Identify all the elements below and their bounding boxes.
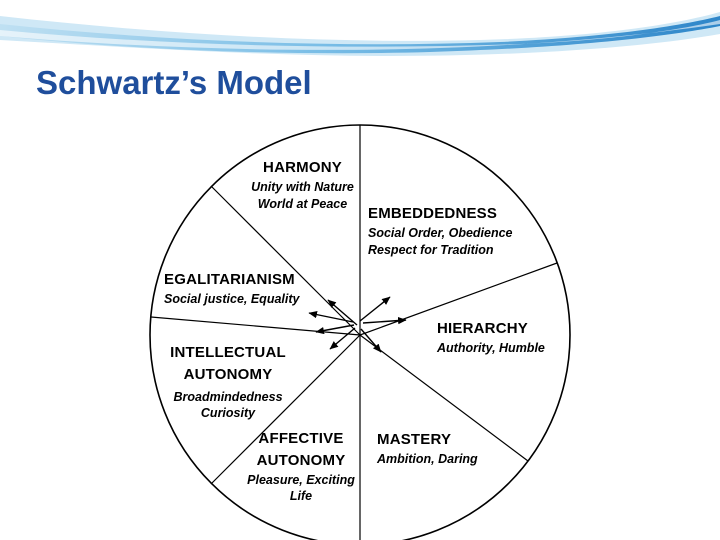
sector-detail: Unity with Nature bbox=[251, 179, 354, 194]
sector-label-embeddedness: EMBEDDEDNESS Social Order, Obedience Res… bbox=[368, 203, 548, 259]
sector-detail: Social Order, Obedience bbox=[368, 225, 513, 240]
sector-detail: Pleasure, Exciting bbox=[247, 472, 355, 487]
center-arrow bbox=[327, 299, 358, 326]
sector-divider-lines bbox=[150, 125, 558, 540]
sector-label-intellectual-autonomy: INTELLECTUAL AUTONOMY Broadmindedness Cu… bbox=[152, 342, 304, 422]
center-arrow bbox=[308, 310, 354, 323]
sector-title: AUTONOMY bbox=[256, 451, 346, 469]
center-arrows bbox=[308, 296, 407, 353]
divider-upper-left bbox=[210, 185, 361, 336]
sector-detail: Ambition, Daring bbox=[377, 451, 478, 466]
header-swoosh bbox=[0, 12, 720, 56]
sector-label-egalitarianism: EGALITARIANISM Social justice, Equality bbox=[164, 269, 334, 308]
sector-title: EMBEDDEDNESS bbox=[368, 205, 498, 222]
circle-diagram bbox=[149, 124, 571, 540]
center-arrow bbox=[360, 328, 382, 353]
sector-detail: Life bbox=[289, 489, 313, 504]
sector-detail: World at Peace bbox=[257, 196, 348, 211]
divider-lower-right bbox=[359, 334, 529, 462]
sector-detail: Broadmindedness bbox=[173, 389, 283, 404]
sector-detail: Curiosity bbox=[200, 406, 256, 421]
swoosh-band-highlight bbox=[0, 20, 720, 50]
sector-title: MASTERY bbox=[377, 431, 452, 448]
sector-title: AFFECTIVE bbox=[258, 430, 344, 447]
sector-label-harmony: HARMONY Unity with Nature World at Peace bbox=[215, 157, 390, 213]
sector-title: INTELLECTUAL bbox=[170, 344, 286, 361]
sector-title: AUTONOMY bbox=[183, 365, 273, 383]
sector-title: EGALITARIANISM bbox=[164, 271, 295, 288]
sector-label-mastery: MASTERY Ambition, Daring bbox=[377, 429, 517, 468]
sector-title: HARMONY bbox=[263, 159, 342, 176]
divider-upper-right bbox=[359, 262, 558, 336]
slide-title: Schwartz’s Model bbox=[36, 64, 312, 101]
sector-detail: Respect for Tradition bbox=[368, 242, 494, 257]
sector-detail: Authority, Humble bbox=[437, 340, 545, 355]
sector-label-affective-autonomy: AFFECTIVE AUTONOMY Pleasure, Exciting Li… bbox=[226, 428, 376, 505]
sector-detail: Social justice, Equality bbox=[164, 291, 300, 306]
sector-title: HIERARCHY bbox=[437, 320, 528, 337]
center-arrow bbox=[359, 296, 391, 322]
divider-left bbox=[150, 316, 361, 336]
sector-label-hierarchy: HIERARCHY Authority, Humble bbox=[437, 318, 587, 357]
center-arrow bbox=[315, 324, 355, 335]
center-arrow bbox=[362, 316, 407, 325]
center-arrow bbox=[329, 327, 356, 350]
divider-lower-left bbox=[210, 334, 361, 485]
